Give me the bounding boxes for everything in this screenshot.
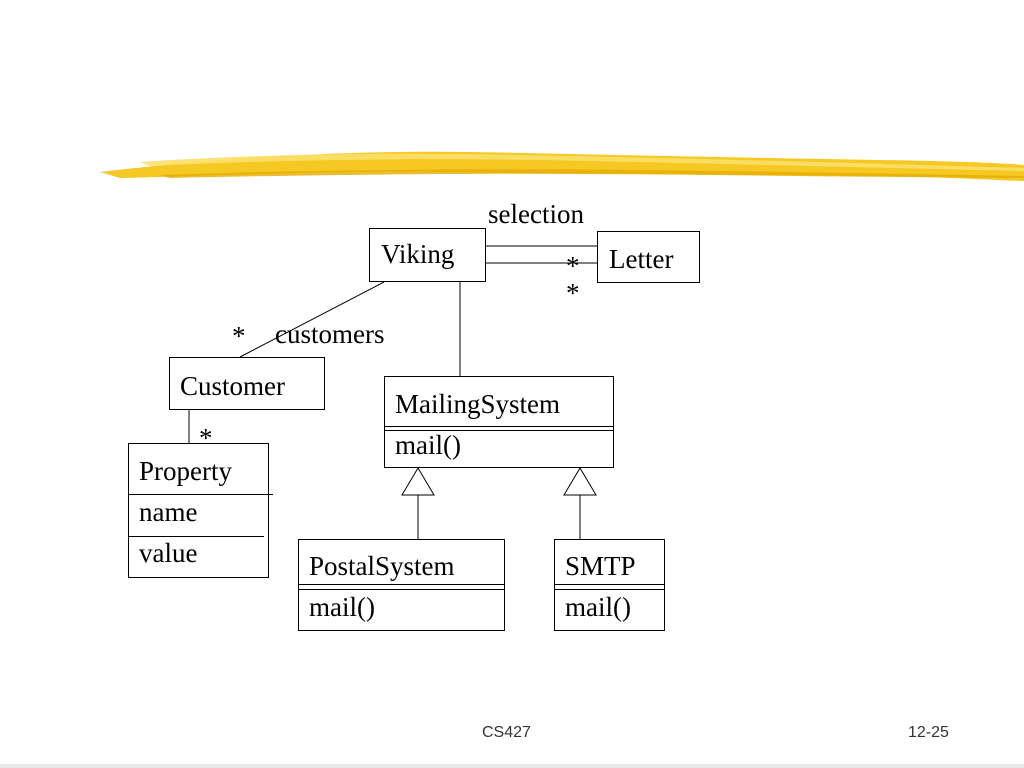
- class-mailingsystem-divider-2: [385, 430, 613, 431]
- multiplicity-letter-1: *: [566, 251, 580, 281]
- class-smtp: SMTP mail(): [554, 539, 665, 631]
- class-customer-name: Customer: [180, 371, 285, 401]
- class-smtp-divider-2: [555, 589, 664, 590]
- multiplicity-property: *: [199, 423, 213, 453]
- class-postalsystem: PostalSystem mail(): [298, 539, 505, 631]
- brush-stroke-decoration: [100, 151, 1024, 181]
- class-letter-name: Letter: [609, 244, 674, 274]
- class-mailingsystem-name: MailingSystem: [395, 389, 561, 419]
- class-mailingsystem-divider: [385, 426, 613, 427]
- class-property-divider-1: [129, 494, 273, 495]
- footer-course: CS427: [482, 724, 531, 741]
- smtp-generalization-arrow: [563, 467, 597, 496]
- class-smtp-divider: [555, 584, 664, 585]
- viking-customer-association: [239, 281, 385, 358]
- class-postalsystem-name: PostalSystem: [309, 551, 455, 581]
- role-label-selection: selection: [488, 199, 584, 229]
- role-label-customers: customers: [275, 319, 385, 349]
- class-smtp-operation: mail(): [565, 592, 631, 622]
- class-postalsystem-operation: mail(): [309, 592, 375, 622]
- footer-page-number: 12-25: [908, 724, 949, 741]
- class-property-name: Property: [139, 456, 232, 486]
- class-property-divider-2: [129, 536, 264, 537]
- class-property-attr-name: name: [139, 497, 198, 527]
- bottom-divider: [0, 764, 1024, 768]
- class-customer: Customer: [169, 357, 325, 410]
- class-property: Property name value: [128, 443, 273, 578]
- class-smtp-name: SMTP: [565, 551, 636, 581]
- class-postalsystem-divider-2: [299, 589, 504, 590]
- class-mailingsystem: MailingSystem mail(): [384, 376, 614, 468]
- class-postalsystem-divider: [299, 584, 504, 585]
- class-viking-name: Viking: [381, 239, 455, 269]
- class-property-attr-value: value: [139, 538, 198, 568]
- class-mailingsystem-operation: mail(): [395, 430, 461, 460]
- class-viking: Viking: [369, 228, 486, 282]
- multiplicity-customers: *: [232, 321, 246, 351]
- class-letter: Letter: [597, 231, 700, 283]
- postal-generalization-arrow: [401, 467, 435, 496]
- multiplicity-letter-2: *: [566, 278, 580, 308]
